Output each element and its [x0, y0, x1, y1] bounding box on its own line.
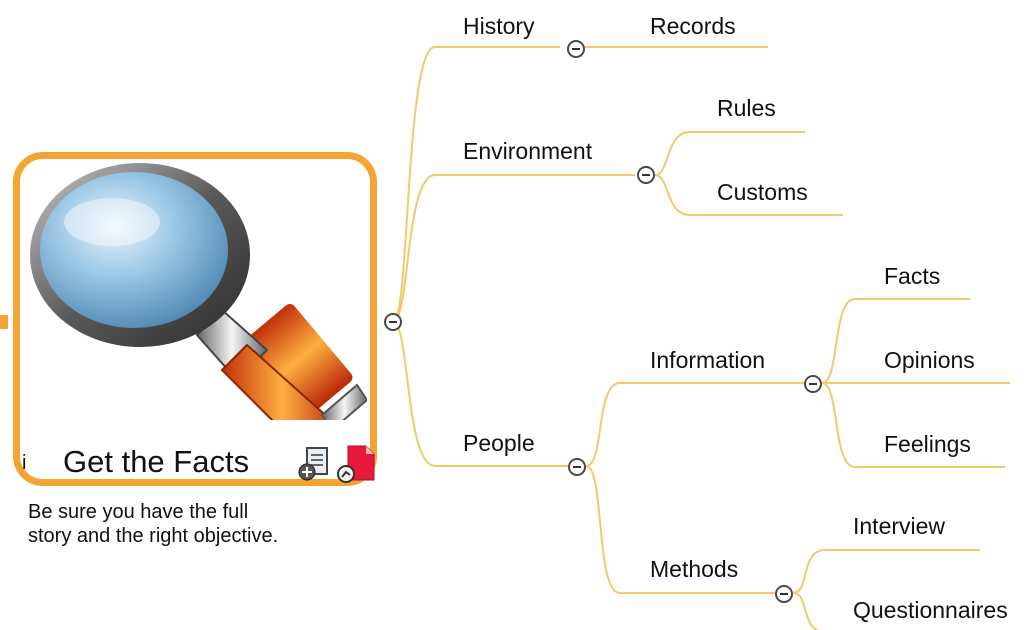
- topic-interview[interactable]: Interview: [853, 513, 946, 539]
- collapse-toggle-environment[interactable]: [637, 166, 655, 184]
- topic-people[interactable]: People: [463, 430, 535, 456]
- connector-facts: [821, 298, 970, 384]
- topic-methods[interactable]: Methods: [650, 556, 739, 582]
- topic-info-marker[interactable]: i: [22, 452, 27, 474]
- connector-rules: [654, 131, 805, 176]
- connector-feelings: [821, 382, 1005, 468]
- topic-customs[interactable]: Customs: [717, 179, 808, 205]
- topic-records[interactable]: Records: [650, 13, 736, 39]
- topic-feelings[interactable]: Feelings: [884, 431, 971, 457]
- collapse-toggle-methods[interactable]: [775, 585, 793, 603]
- topic-opinions[interactable]: Opinions: [884, 347, 975, 373]
- collapse-toggle-history[interactable]: [567, 40, 585, 58]
- connector-questionnaires: [792, 592, 820, 630]
- connector-methods: [585, 465, 775, 594]
- add-document-icon[interactable]: [297, 446, 333, 482]
- connector-history: [392, 46, 560, 323]
- collapse-toggle-information[interactable]: [804, 375, 822, 393]
- connector-environment: [392, 174, 635, 323]
- topic-note-line: Be sure you have the full: [28, 501, 249, 523]
- topic-facts[interactable]: Facts: [884, 263, 941, 289]
- pdf-link-icon[interactable]: [336, 444, 376, 484]
- topic-questionnaires[interactable]: Questionnaires: [853, 597, 1008, 623]
- connector-customs: [654, 174, 843, 216]
- topic-note-line: story and the right objective.: [28, 525, 279, 547]
- topic-environment[interactable]: Environment: [463, 138, 593, 164]
- topic-rules[interactable]: Rules: [717, 95, 776, 121]
- connector-information: [585, 382, 805, 467]
- central-topic-title[interactable]: Get the Facts: [63, 444, 250, 479]
- parent-connector-stub: [0, 315, 8, 329]
- topic-information[interactable]: Information: [650, 347, 766, 373]
- collapse-toggle-people[interactable]: [568, 458, 586, 476]
- magnifying-glass-icon: [30, 163, 367, 420]
- connector-interview: [792, 549, 980, 594]
- collapse-toggle-root[interactable]: [384, 313, 402, 331]
- topic-note: Be sure you have the full story and the …: [28, 500, 278, 548]
- topic-history[interactable]: History: [463, 13, 535, 39]
